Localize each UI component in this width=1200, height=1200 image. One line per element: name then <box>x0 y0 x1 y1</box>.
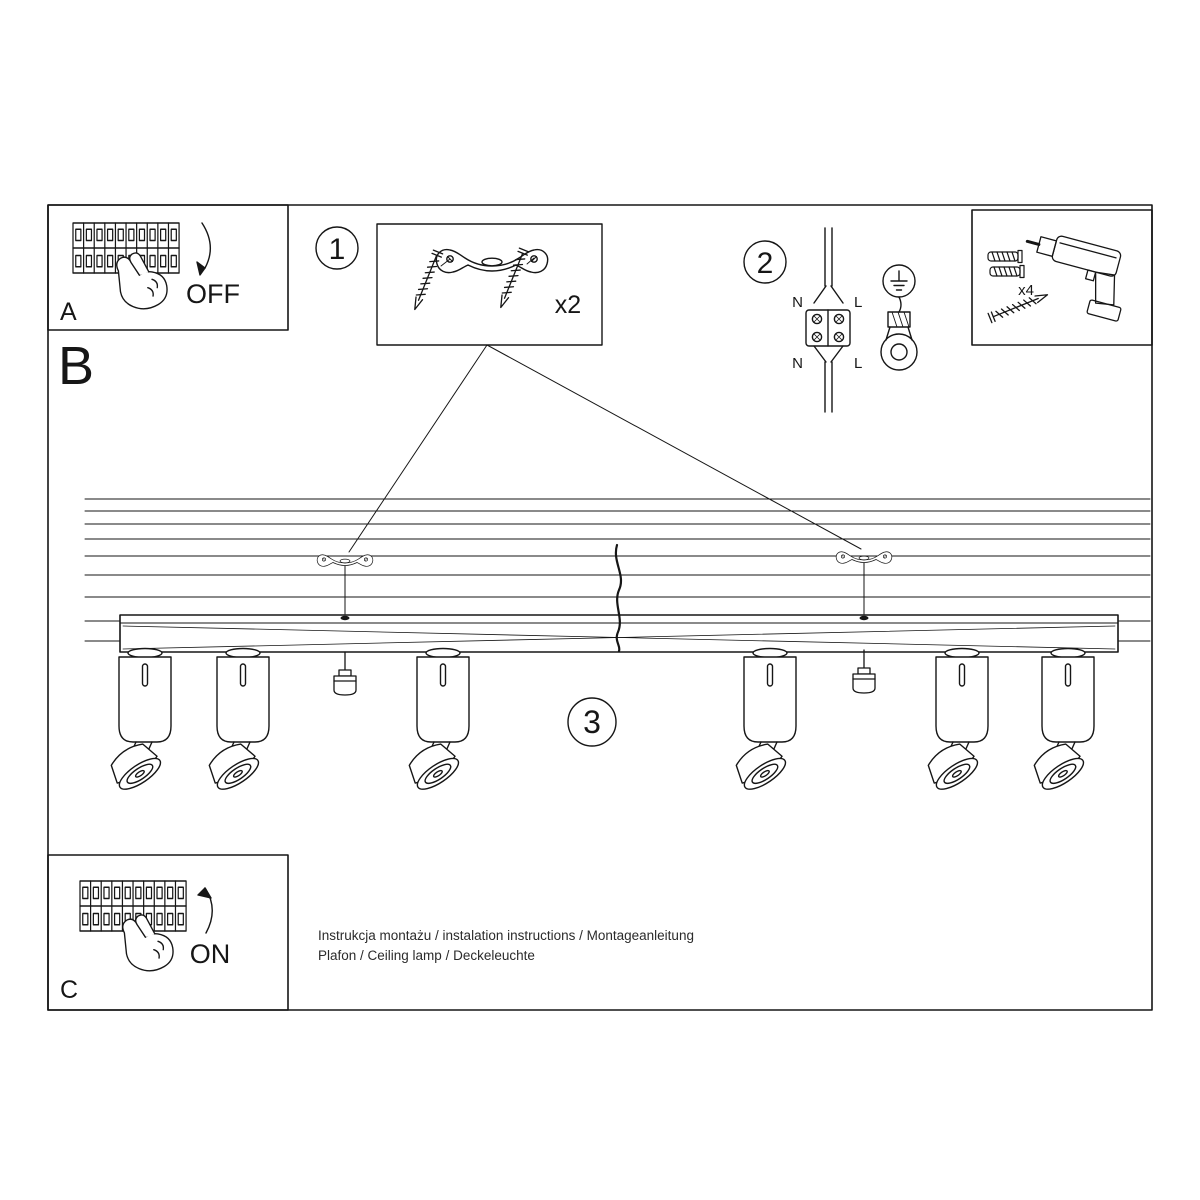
screw-cover-right <box>852 649 876 694</box>
wire-label-l-top: L <box>854 294 862 311</box>
wiring-diagram: N L N L <box>792 227 862 413</box>
hand-icon <box>115 252 168 310</box>
spotlight-1 <box>103 647 172 796</box>
earth-symbol-icon <box>882 264 916 298</box>
terminal-block <box>805 309 851 347</box>
on-label: ON <box>190 939 231 969</box>
panel-a-box <box>47 204 289 331</box>
spotlight-6 <box>1026 647 1095 796</box>
footer-line-1: Instrukcja montażu / instalation instruc… <box>318 928 694 943</box>
spotlight-5 <box>920 647 989 796</box>
footer-line-2: Plafon / Ceiling lamp / Deckeleuchte <box>318 948 535 963</box>
cable-bottom <box>824 361 833 413</box>
spotlight-4 <box>728 647 797 796</box>
cable-top <box>824 227 833 287</box>
ceiling-bracket-left <box>316 554 374 567</box>
power-cable <box>614 543 623 653</box>
rail-screw-head <box>340 615 350 621</box>
off-arrow-icon <box>196 222 211 276</box>
rail-screw-head <box>859 615 869 621</box>
cable-split-top <box>813 285 844 304</box>
panel-a: OFF A <box>47 204 289 331</box>
step-1-number: 1 <box>329 233 346 266</box>
panel-a-label: A <box>60 298 77 326</box>
spotlight-2 <box>201 647 270 796</box>
step-2: 2 N L N L <box>743 227 918 413</box>
step-3-badge <box>567 697 617 747</box>
step-1: 1 x2 <box>315 223 603 346</box>
wall-plug-icon <box>987 249 1023 264</box>
assembly-guide-lines <box>440 257 535 267</box>
ceiling-bracket-right <box>835 551 893 564</box>
ring-terminal-icon <box>880 296 918 371</box>
step-3-number: 3 <box>583 704 601 740</box>
hand-icon <box>121 914 174 972</box>
off-label: OFF <box>186 279 240 309</box>
screw-cover-left <box>333 651 357 696</box>
step-2-number: 2 <box>757 247 774 280</box>
spotlight-3 <box>401 647 470 796</box>
step-3: 3 <box>567 697 617 747</box>
hardware-box-frame <box>971 209 1153 346</box>
step-1-badge <box>315 226 359 270</box>
mounting-rail <box>119 614 1119 653</box>
wire-label-n-top: N <box>792 294 803 311</box>
screws-quantity-label: x4 <box>1018 282 1034 299</box>
wire-label-l-bottom: L <box>854 355 862 372</box>
cable-split-bottom <box>813 345 844 363</box>
drill-icon <box>1025 235 1122 322</box>
section-b-label: B <box>58 336 94 396</box>
sheet-border <box>47 204 1153 1011</box>
wall-plug-icon <box>989 264 1025 279</box>
panel-c-box <box>47 854 289 1011</box>
leader-line-right <box>486 344 862 550</box>
panel-c: ON C <box>47 854 289 1011</box>
panel-c-label: C <box>60 976 78 1004</box>
on-arrow-icon <box>197 887 213 934</box>
leader-line-left <box>348 344 488 553</box>
wire-label-n-bottom: N <box>792 355 803 372</box>
step-2-badge <box>743 240 787 284</box>
hardware-box: x4 <box>971 209 1153 346</box>
step-1-box <box>376 223 603 346</box>
bracket-quantity-label: x2 <box>555 291 581 319</box>
